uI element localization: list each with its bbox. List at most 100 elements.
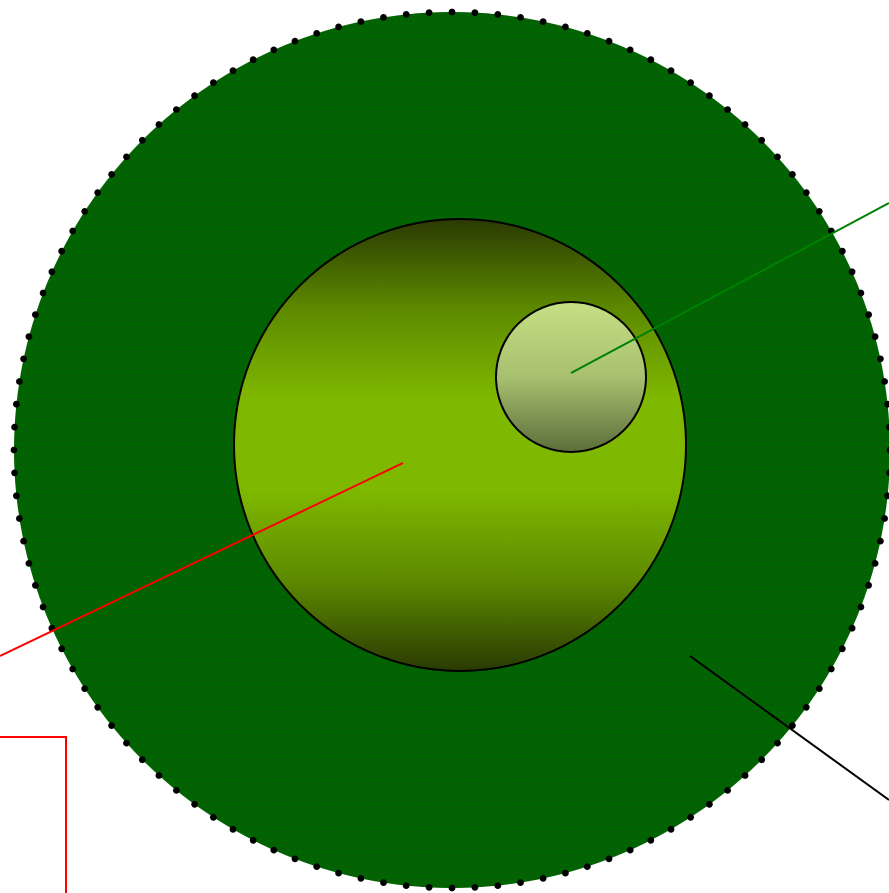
rim-dot	[858, 604, 865, 611]
rim-dot	[494, 882, 501, 889]
rim-dot	[849, 268, 856, 275]
rim-dot	[517, 14, 524, 21]
rim-dot	[724, 106, 731, 113]
rim-dot	[94, 704, 101, 711]
rim-dot	[426, 9, 433, 16]
rim-dot	[426, 884, 433, 891]
rim-dot	[139, 137, 146, 144]
rim-dot	[173, 787, 180, 794]
rim-dot	[270, 847, 277, 854]
inner-sphere	[496, 302, 646, 452]
middle-sphere	[234, 219, 686, 671]
rim-dot	[32, 582, 39, 589]
rim-dot	[647, 837, 654, 844]
rim-dot	[210, 814, 217, 821]
rim-dot	[877, 356, 884, 363]
rim-dot	[472, 884, 479, 891]
rim-dot	[803, 189, 810, 196]
rim-dot	[668, 67, 675, 74]
rim-dot	[789, 171, 796, 178]
rim-dot	[540, 875, 547, 882]
rim-dot	[742, 121, 749, 128]
rim-dot	[849, 625, 856, 632]
rim-dot	[26, 333, 33, 340]
rim-dot	[627, 47, 634, 54]
rim-dot	[647, 56, 654, 63]
rim-dot	[724, 787, 731, 794]
rim-dot	[292, 38, 299, 45]
rim-dot	[123, 154, 130, 161]
rim-dot	[517, 879, 524, 886]
rim-dot	[81, 685, 88, 692]
rim-dot	[49, 268, 56, 275]
rim-dot	[11, 447, 18, 454]
rim-dot	[758, 137, 765, 144]
rim-dot	[627, 847, 634, 854]
rim-dot	[313, 30, 320, 37]
rim-dot	[230, 826, 237, 833]
rim-dot	[335, 24, 342, 31]
rim-dot	[292, 856, 299, 863]
rim-dot	[250, 56, 257, 63]
rim-dot	[872, 560, 879, 567]
rim-dot	[123, 740, 130, 747]
rim-dot	[687, 814, 694, 821]
rim-dot	[877, 538, 884, 545]
rim-dot	[839, 645, 846, 652]
rim-dot	[584, 863, 591, 870]
rim-dot	[173, 106, 180, 113]
rim-dot	[865, 582, 872, 589]
rim-dot	[472, 9, 479, 16]
rim-dot	[606, 856, 613, 863]
rim-dot	[108, 171, 115, 178]
rim-dot	[20, 356, 27, 363]
rim-dot	[191, 801, 198, 808]
rim-dot	[540, 18, 547, 25]
rim-dot	[11, 470, 18, 477]
rim-dot	[40, 290, 47, 297]
rim-dot	[865, 311, 872, 318]
rim-dot	[774, 154, 781, 161]
rim-dot	[16, 515, 23, 522]
rim-dot	[774, 740, 781, 747]
rim-dot	[562, 870, 569, 877]
rim-dot	[32, 311, 39, 318]
rim-dot	[13, 401, 20, 408]
rim-dot	[13, 492, 20, 499]
rim-dot	[11, 424, 18, 431]
rim-dot	[156, 121, 163, 128]
rim-dot	[16, 378, 23, 385]
rim-dot	[494, 11, 501, 18]
rim-dot	[81, 208, 88, 215]
rim-dot	[358, 875, 365, 882]
rim-dot	[69, 666, 76, 673]
rim-dot	[668, 826, 675, 833]
rim-dot	[606, 38, 613, 45]
rim-dot	[40, 604, 47, 611]
rim-dot	[828, 666, 835, 673]
rim-dot	[803, 704, 810, 711]
rim-dot	[270, 47, 277, 54]
rim-dot	[191, 92, 198, 99]
rim-dot	[881, 378, 888, 385]
rim-dot	[380, 879, 387, 886]
rim-dot	[358, 18, 365, 25]
rim-dot	[335, 870, 342, 877]
rim-dot	[94, 189, 101, 196]
rim-dot	[313, 863, 320, 870]
rim-dot	[156, 772, 163, 779]
rim-dot	[403, 882, 410, 889]
rim-dot	[562, 24, 569, 31]
rim-dot	[872, 333, 879, 340]
rim-dot	[108, 722, 115, 729]
rim-dot	[687, 79, 694, 86]
rim-dot	[449, 9, 456, 16]
rim-dot	[758, 756, 765, 763]
rim-dot	[26, 560, 33, 567]
rim-dot	[69, 228, 76, 235]
rim-dot	[816, 685, 823, 692]
label-box	[0, 737, 66, 893]
rim-dot	[584, 30, 591, 37]
